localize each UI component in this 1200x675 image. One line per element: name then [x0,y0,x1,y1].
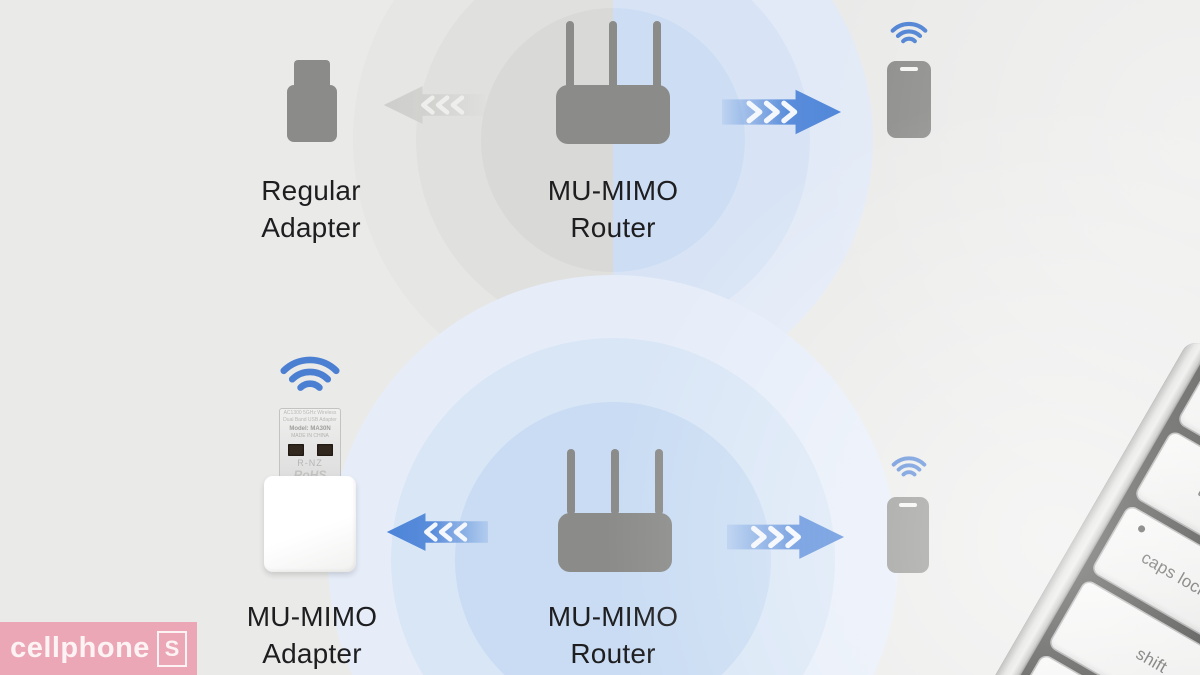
bottom-router-icon [558,513,672,572]
top-router-antenna [653,21,661,89]
strong-signal-arrow-right-icon [722,86,842,138]
caps-lock-led [1136,524,1147,534]
strong-signal-arrow-left-icon [386,506,488,558]
top-router-antenna [566,21,574,89]
top-router-antenna [609,21,617,89]
regular-adapter-icon-body [287,85,337,142]
usb-slot [287,444,304,456]
phone-notch [899,503,917,507]
weak-signal-arrow-left-icon [383,79,485,131]
adapter-cert-rnz: R-NZ [297,458,323,468]
adapter-model-text: Model: MA30N [289,426,331,432]
top-router-icon [556,85,670,144]
regular-adapter-label: Regular Adapter [261,175,361,243]
bottom-router-antenna [655,449,663,515]
adapter-cert-rohs: RoHS [293,468,327,478]
wifi-signal-icon-large [270,344,350,397]
bottom-phone-icon [887,497,929,573]
wifi-signal-icon [883,14,935,47]
cellphones-logo: cellphone S [0,622,197,675]
regular-adapter-icon [294,60,330,87]
cellphones-logo-text: cellphone [10,632,150,664]
usb-contact-slots [287,444,333,456]
mu-mimo-adapter-label: MU-MIMO Adapter [246,601,378,669]
top-router-label: MU-MIMO Router [547,175,679,243]
mu-mimo-adapter-photo [264,476,356,572]
usb-slot [316,444,333,456]
cellphones-logo-s: S [164,635,180,661]
bottom-router-label: MU-MIMO Router [547,601,679,669]
adapter-spec-line: Dual Band USB Adapter [283,417,337,423]
adapter-spec-line: AC1300 5GHz Wireless [283,410,337,416]
bottom-router-antenna [567,449,575,515]
usb-connector: AC1300 5GHz Wireless Dual Band USB Adapt… [279,408,341,478]
tab-key-label: tab [1194,481,1200,510]
phone-notch [900,67,918,71]
top-phone-icon [887,61,931,138]
shift-key-label: shift [1132,644,1171,675]
adapter-origin-text: MADE IN CHINA [291,433,329,439]
cellphones-logo-s-box: S [156,630,187,667]
bottom-router-antenna [611,449,619,515]
strong-signal-arrow-right-icon [727,511,845,563]
wifi-signal-icon [885,449,933,480]
caps-lock-key-label: caps lock [1138,547,1200,602]
